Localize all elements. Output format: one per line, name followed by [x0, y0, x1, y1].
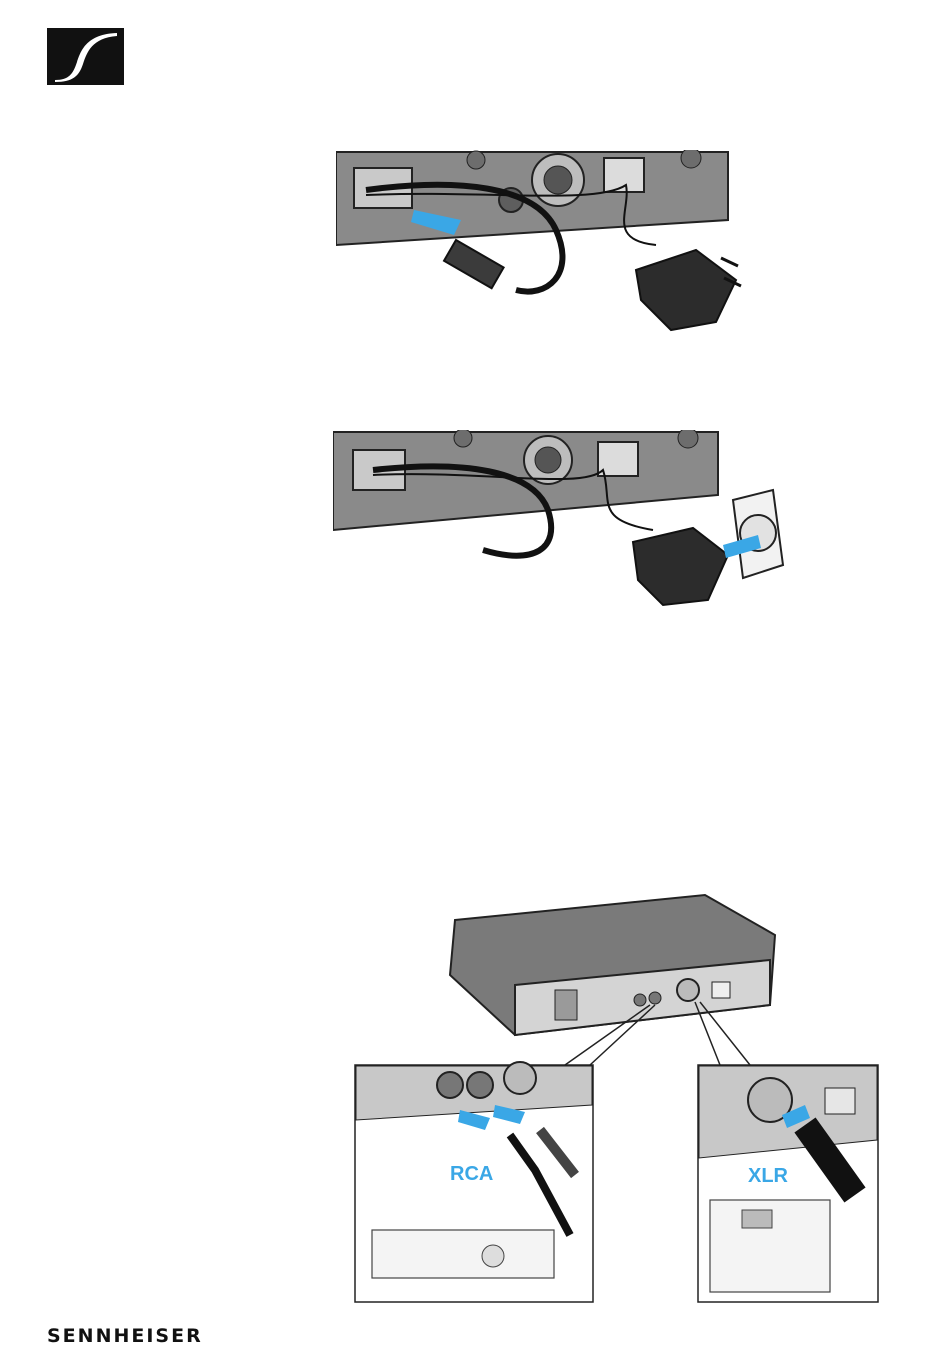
wall-socket-illustration	[333, 430, 788, 615]
receiver-audio-outputs-illustration: RCA XLR	[350, 890, 890, 1310]
xlr-label: XLR	[748, 1165, 789, 1187]
power-plug-insertion-illustration	[336, 150, 756, 335]
sennheiser-wordmark: SENNHEISER	[47, 1325, 203, 1347]
sennheiser-s-logo-icon	[47, 28, 124, 85]
rca-label: RCA	[450, 1163, 493, 1185]
